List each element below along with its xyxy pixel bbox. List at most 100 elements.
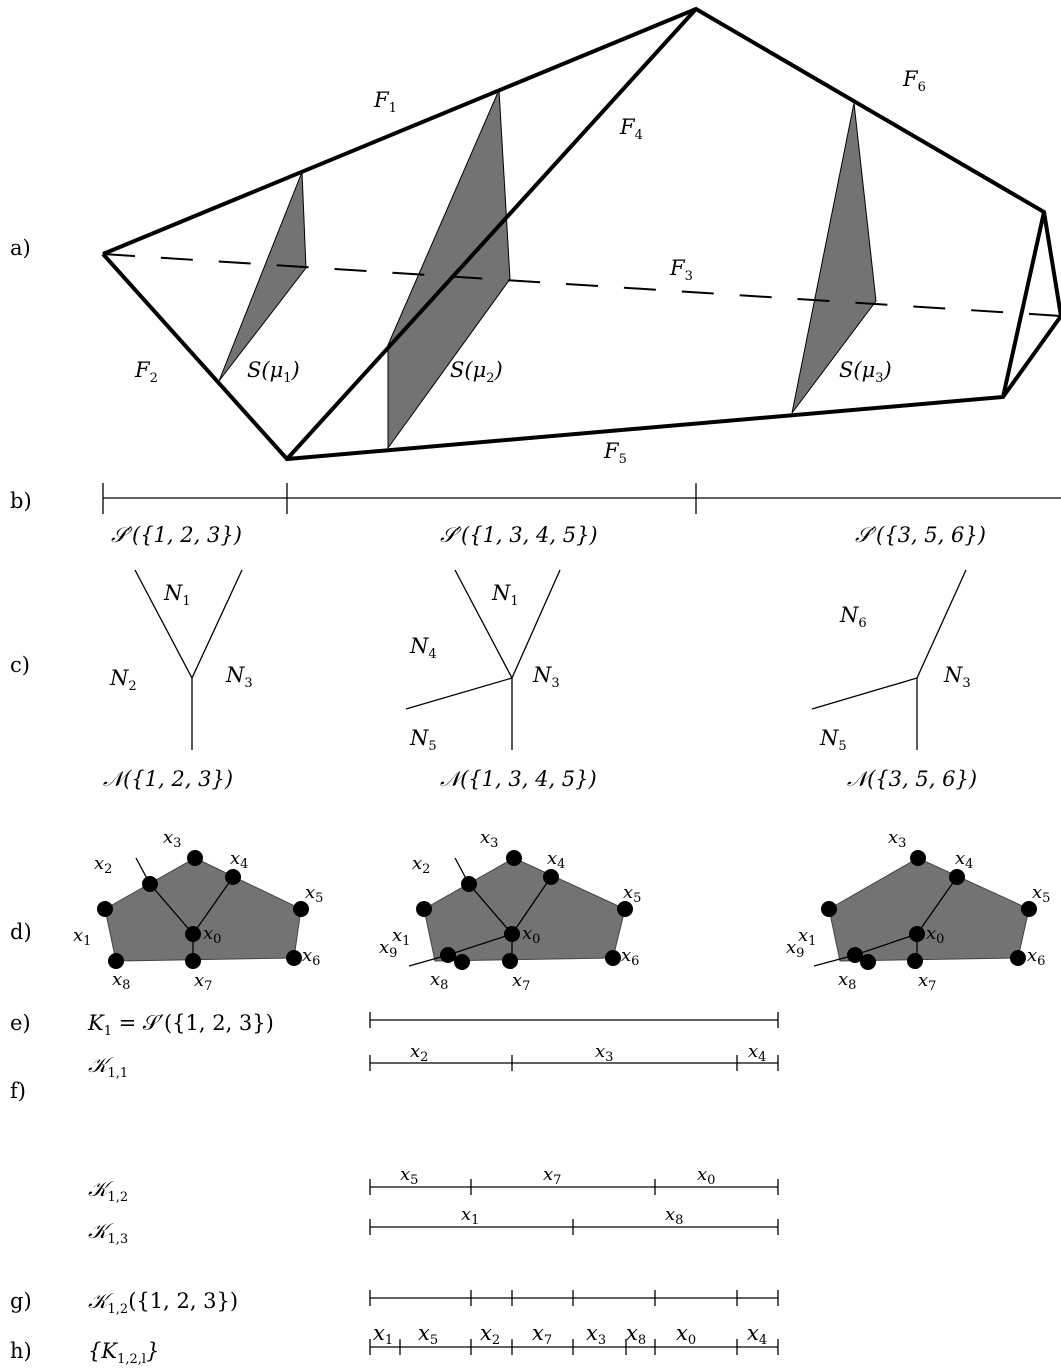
face-label-f6: F6	[902, 67, 926, 95]
svg-text:x8: x8	[430, 969, 448, 993]
svg-text:x3: x3	[595, 1041, 613, 1065]
normal-fan-2: N1 N4 N3 N5 𝒩({1, 3, 4, 5})	[405, 569, 597, 791]
svg-text:x5: x5	[418, 1321, 438, 1348]
normal-fan-1: N1 N2 N3 𝒩({1, 2, 3})	[103, 569, 253, 791]
svg-text:N6: N6	[839, 603, 867, 631]
svg-text:x7: x7	[543, 1164, 561, 1188]
svg-text:x4: x4	[230, 848, 248, 872]
slice-label-2: S(μ2)	[450, 358, 503, 386]
svg-text:N5: N5	[409, 726, 437, 754]
row-label-d: d)	[10, 920, 32, 944]
svg-text:x1: x1	[461, 1204, 479, 1228]
slice-shape-2	[387, 89, 511, 450]
svg-text:x4: x4	[955, 848, 973, 872]
bar-label-k13: 𝒦1,3	[88, 1219, 128, 1247]
slice-label-3: S(μ3)	[839, 358, 892, 386]
slice-label-1: S(μ1)	[247, 358, 300, 386]
svg-text:x6: x6	[302, 945, 320, 969]
svg-text:N3: N3	[943, 663, 971, 691]
svg-text:x0: x0	[697, 1164, 715, 1188]
svg-text:x3: x3	[586, 1321, 606, 1348]
svg-text:x6: x6	[621, 945, 639, 969]
svg-text:N5: N5	[819, 726, 847, 754]
svg-text:x2: x2	[412, 853, 430, 877]
slice-shape-3	[791, 102, 877, 414]
row-label-b: b)	[10, 489, 32, 513]
row-label-a: a)	[10, 236, 31, 260]
dashed-edge-f3	[102, 253, 1061, 317]
slice-shape-1	[218, 171, 307, 382]
svg-text:x8: x8	[838, 969, 856, 993]
svg-text:x6: x6	[1027, 945, 1045, 969]
svg-text:x3: x3	[888, 827, 906, 851]
svg-text:x0: x0	[676, 1321, 696, 1348]
svg-text:x8: x8	[626, 1321, 646, 1348]
interval-bars	[369, 1012, 779, 1355]
svg-text:x7: x7	[512, 970, 530, 994]
svg-text:x0: x0	[522, 923, 540, 947]
svg-text:x7: x7	[194, 970, 212, 994]
svg-text:N4: N4	[409, 634, 437, 662]
bar-label-g: 𝒦1,2({1, 2, 3})	[88, 1289, 238, 1317]
svg-text:N1: N1	[163, 581, 191, 609]
svg-text:x3: x3	[163, 827, 181, 851]
svg-text:x2: x2	[480, 1321, 500, 1348]
svg-text:N3: N3	[532, 663, 560, 691]
fan-caption-3: 𝒩({3, 5, 6})	[847, 767, 977, 791]
bar-label-k12: 𝒦1,2	[88, 1177, 128, 1205]
face-label-f3: F3	[669, 256, 693, 284]
row-label-c: c)	[10, 653, 30, 677]
vertex-dot	[97, 901, 113, 917]
pentagon-3: x3 x4 x5 x1 x0 x9 x6 x7 x8	[786, 827, 1050, 994]
svg-text:x4: x4	[748, 1041, 766, 1065]
pentagon-1: x3 x2 x4 x5 x1 x0 x6 x7 x8	[73, 827, 323, 994]
interval-label-1: 𝒮′({1, 2, 3})	[111, 523, 242, 547]
polytope-drawing: F1 F2 F3 F4 F5 F6 S(μ1) S(μ2) S(μ3)	[101, 6, 1061, 467]
svg-text:N3: N3	[225, 663, 253, 691]
svg-text:x4: x4	[547, 848, 565, 872]
face-label-f2: F2	[134, 358, 158, 386]
interval-axis: 𝒮′({1, 2, 3}) 𝒮′({1, 3, 4, 5}) 𝒮′({3, 5,…	[102, 483, 1061, 547]
polytope-outline	[101, 6, 1061, 462]
bar-segment-labels: x2 x3 x4 x5 x7 x0 x1 x8 x1 x5 x2 x7 x3 x…	[373, 1041, 767, 1348]
svg-text:N1: N1	[491, 581, 519, 609]
svg-text:x8: x8	[112, 969, 130, 993]
svg-text:x5: x5	[400, 1164, 418, 1188]
fan-caption-2: 𝒩({1, 3, 4, 5})	[440, 767, 597, 791]
row-label-f: f)	[10, 1079, 26, 1103]
interval-label-3: 𝒮′({3, 5, 6})	[855, 523, 986, 547]
normal-fan-3: N6 N3 N5 𝒩({3, 5, 6})	[811, 569, 977, 791]
svg-text:x5: x5	[623, 882, 641, 906]
face-label-f5: F5	[603, 439, 627, 467]
face-label-f4: F4	[619, 115, 643, 143]
row-label-e: e)	[10, 1011, 31, 1035]
svg-text:x5: x5	[1032, 882, 1050, 906]
svg-text:x9: x9	[379, 937, 397, 961]
fan-caption-1: 𝒩({1, 2, 3})	[103, 767, 233, 791]
bar-label-h: {K1,2,l}	[88, 1339, 159, 1367]
svg-text:x2: x2	[94, 853, 112, 877]
svg-text:x0: x0	[203, 923, 221, 947]
pentagon-2: x3 x2 x4 x5 x1 x0 x9 x6 x7 x8	[379, 827, 641, 994]
svg-text:x7: x7	[532, 1321, 552, 1348]
svg-text:x0: x0	[926, 923, 944, 947]
svg-text:x8: x8	[665, 1204, 683, 1228]
svg-text:x4: x4	[747, 1321, 767, 1348]
svg-text:N2: N2	[109, 666, 137, 694]
row-label-h: h)	[10, 1339, 32, 1363]
svg-text:x1: x1	[373, 1321, 393, 1348]
row-label-g: g)	[10, 1289, 32, 1313]
svg-text:x2: x2	[410, 1041, 428, 1065]
svg-text:x7: x7	[918, 970, 936, 994]
svg-text:x1: x1	[73, 925, 91, 949]
face-label-f1: F1	[373, 88, 397, 116]
svg-text:x9: x9	[786, 937, 804, 961]
svg-text:x3: x3	[480, 827, 498, 851]
svg-text:x1: x1	[392, 925, 410, 949]
bar-label-e: K1 = 𝒮′({1, 2, 3})	[87, 1011, 274, 1039]
bar-label-k11: 𝒦1,1	[88, 1053, 128, 1081]
svg-text:x5: x5	[305, 882, 323, 906]
svg-text:x1: x1	[798, 925, 816, 949]
interval-label-2: 𝒮′({1, 3, 4, 5})	[440, 523, 598, 547]
